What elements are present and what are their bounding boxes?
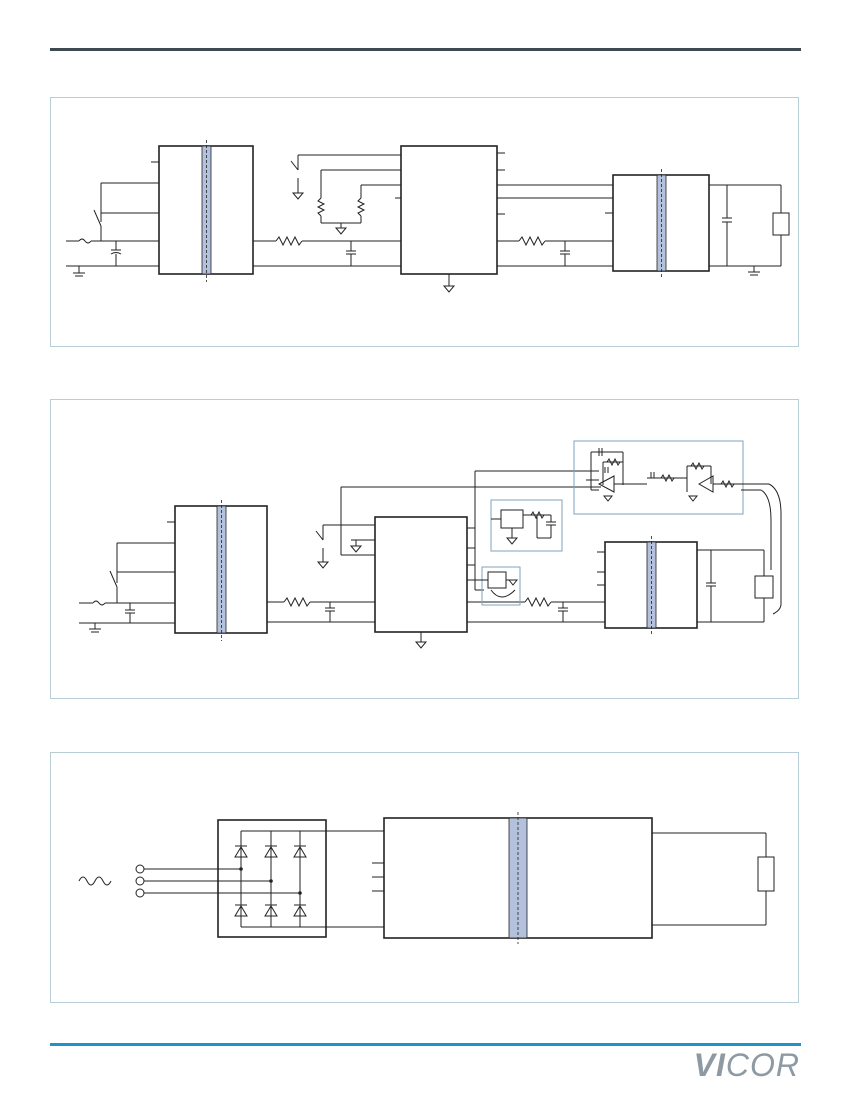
circuit-diagram-2 [79, 440, 782, 649]
logo-light-text: COR [725, 1047, 800, 1083]
circuit-diagram-1 [66, 140, 790, 293]
circuit-diagram-3 [78, 812, 775, 944]
figure-panel-1 [50, 97, 799, 347]
logo-bold-text: VI [693, 1047, 726, 1083]
figure-panel-3 [50, 752, 799, 1003]
footer-rule [50, 1043, 801, 1046]
figure-panel-2 [50, 399, 799, 699]
vicor-logo: VICOR [694, 1047, 800, 1084]
header-rule [50, 48, 801, 51]
